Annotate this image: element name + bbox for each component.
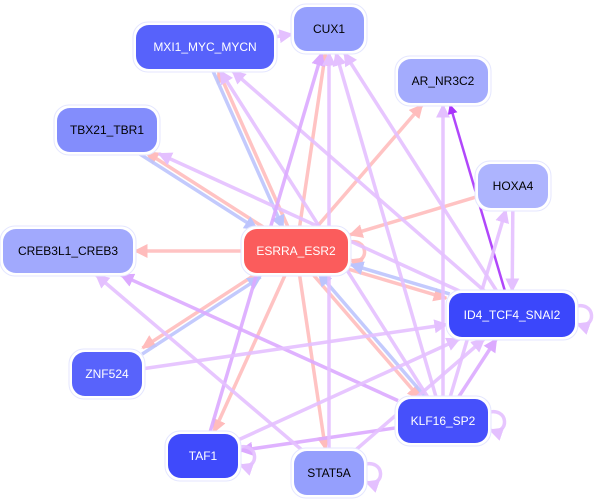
nodes-layer: MXI1_MYC_MYCN CUX1AR_NR3C2TBX21_TBR1HOXA4… — [0, 3, 579, 499]
node-label: KLF16_SP2 — [411, 414, 476, 428]
node-box[interactable] — [3, 229, 133, 273]
edge-klf16_sp2-to-id4_tcf4_snai2 — [455, 337, 498, 400]
node-label: CREB3L1_CREB3 — [18, 244, 118, 258]
edge-znf524-to-id4_tcf4_snai2 — [141, 319, 449, 371]
node-box[interactable] — [57, 108, 157, 152]
edge-stat5a-to-stat5a — [361, 461, 383, 493]
node-box[interactable] — [478, 164, 548, 208]
edges-layer — [95, 29, 594, 493]
node-klf16-sp2[interactable]: KLF16_SP2 — [394, 395, 492, 447]
node-id4-tcf4-snai2[interactable]: ID4_TCF4_SNAI2 — [445, 289, 579, 341]
node-label: HOXA4 — [493, 179, 534, 193]
node-box[interactable] — [294, 451, 364, 495]
node-box[interactable] — [398, 59, 488, 103]
node-mxi1-myc-mycn[interactable]: MXI1_MYC_MYCN — [132, 21, 278, 73]
node-esrra-esr2[interactable]: ESRRA_ESR2 — [240, 225, 352, 277]
node-label: STAT5A — [307, 466, 351, 480]
node-box[interactable] — [449, 293, 575, 337]
edge-mxi1_myc_mycn-to-esrra_esr2 — [210, 69, 285, 230]
node-stat5a[interactable]: STAT5A — [290, 447, 368, 499]
node-label: TBX21_TBR1 — [70, 123, 144, 137]
node-box[interactable] — [136, 25, 274, 69]
node-label: ESRRA_ESR2 — [256, 244, 336, 258]
edge-stat5a-to-creb3l1_creb3 — [95, 273, 305, 453]
node-creb3l1-creb3[interactable]: CREB3L1_CREB3 — [0, 225, 137, 277]
edge-taf1-to-id4_tcf4_snai2 — [237, 337, 461, 442]
node-taf1[interactable]: TAF1 — [164, 430, 242, 482]
edge-znf524-to-esrra_esr2 — [141, 275, 262, 356]
edge-klf16_sp2-to-klf16_sp2 — [485, 409, 507, 441]
edge-stat5a-to-id4_tcf4_snai2 — [353, 337, 486, 453]
node-box[interactable] — [244, 229, 348, 273]
node-label: ZNF524 — [85, 367, 129, 381]
node-ar-nr3c2[interactable]: AR_NR3C2 — [394, 55, 492, 107]
edge-id4_tcf4_snai2-to-id4_tcf4_snai2 — [572, 303, 594, 335]
node-label: TAF1 — [189, 449, 218, 463]
edge-id4_tcf4_snai2-to-tbx21_tbr1 — [157, 152, 465, 295]
edge-hoxa4-to-esrra_esr2 — [348, 194, 479, 238]
edge-taf1-to-taf1 — [235, 444, 257, 476]
node-hoxa4[interactable]: HOXA4 — [474, 160, 552, 212]
node-label: CUX1 — [313, 22, 345, 36]
edge-hoxa4-to-id4_tcf4_snai2 — [505, 207, 520, 293]
node-box[interactable] — [72, 352, 142, 396]
edge-klf16_sp2-to-taf1 — [238, 425, 399, 456]
node-tbx21-tbr1[interactable]: TBX21_TBR1 — [53, 104, 161, 156]
node-label: MXI1_MYC_MYCN — [153, 40, 256, 54]
node-znf524[interactable]: ZNF524 — [68, 348, 146, 400]
node-box[interactable] — [294, 7, 364, 51]
node-label: ID4_TCF4_SNAI2 — [464, 308, 561, 322]
edge-klf16_sp2-to-cux1 — [332, 51, 439, 400]
node-box[interactable] — [168, 434, 238, 478]
edge-tbx21_tbr1-to-esrra_esr2 — [139, 152, 259, 231]
edge-esrra_esr2-to-znf524 — [141, 269, 262, 350]
edge-esrra_esr2-to-tbx21_tbr1 — [144, 150, 264, 229]
edge-id4_tcf4_snai2-to-cux1 — [342, 51, 500, 294]
node-box[interactable] — [398, 399, 488, 443]
node-cux1[interactable]: CUX1 — [290, 3, 368, 55]
edge-klf16_sp2-to-creb3l1_creb3 — [119, 273, 399, 403]
node-label: AR_NR3C2 — [412, 74, 475, 88]
